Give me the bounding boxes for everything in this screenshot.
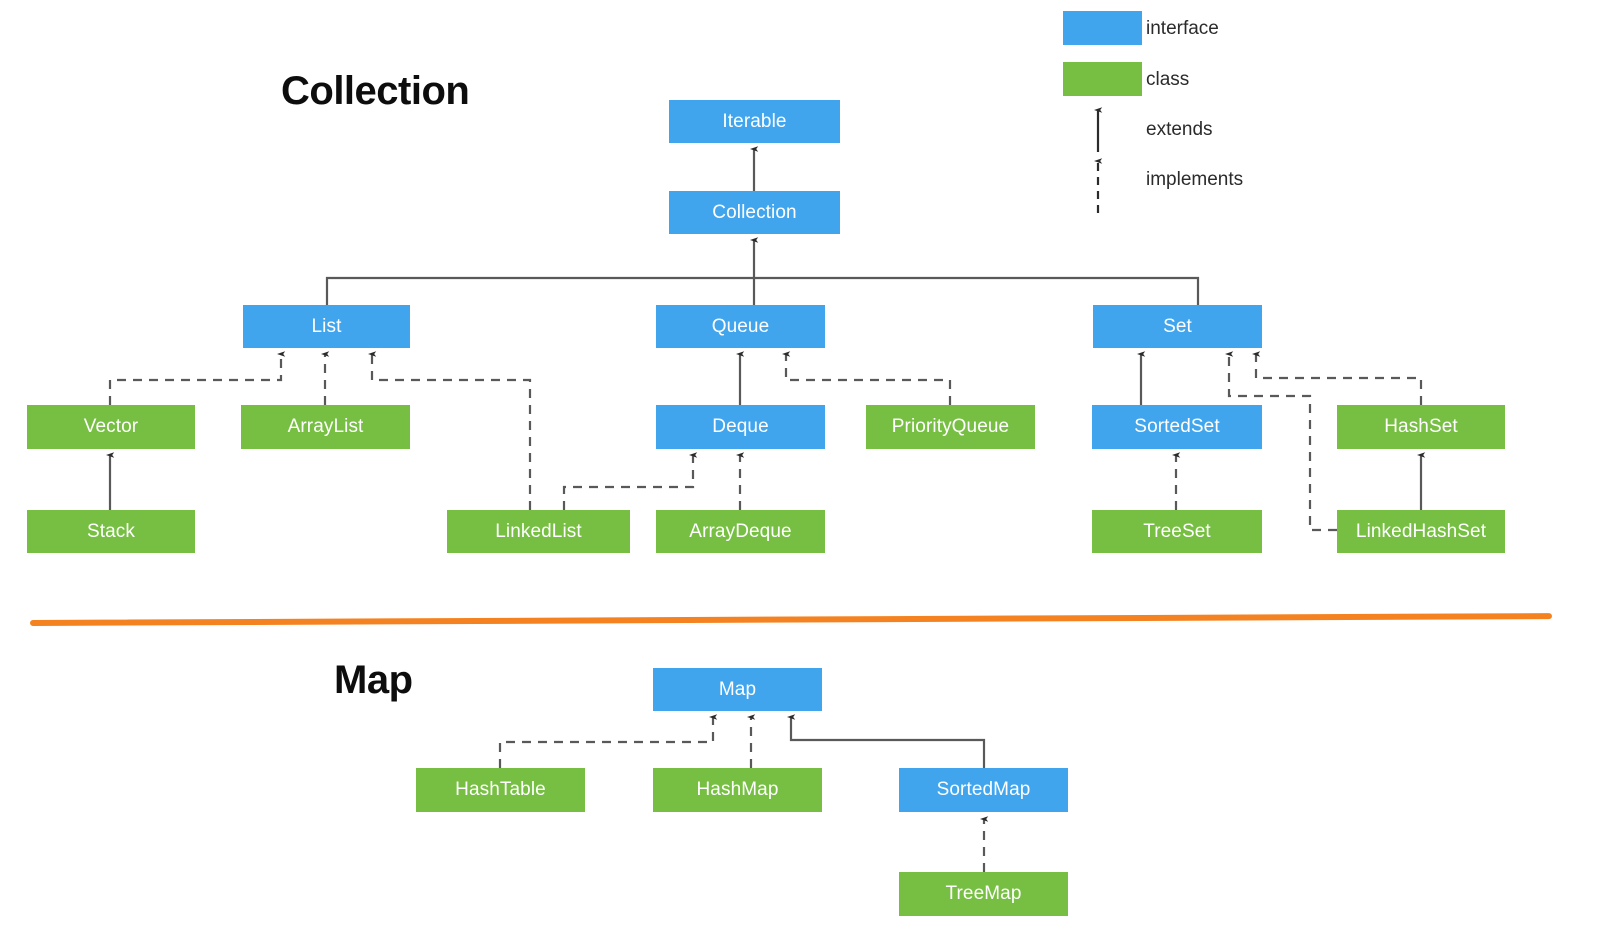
- legend-label-implements: implements: [1146, 169, 1244, 190]
- node-linkedlist[interactable]: LinkedList: [447, 510, 630, 553]
- edge-linkedlist-to-deque: [562, 452, 698, 510]
- edge-hashset-to-set: [1252, 351, 1423, 405]
- node-arraydeque[interactable]: ArrayDeque: [656, 510, 825, 553]
- legend-swatch-class: [1063, 62, 1142, 96]
- node-hashtable[interactable]: HashTable: [416, 768, 585, 812]
- node-hashmap[interactable]: HashMap: [653, 768, 822, 812]
- node-list[interactable]: List: [243, 305, 410, 348]
- node-vector[interactable]: Vector: [27, 405, 195, 449]
- node-arraylist[interactable]: ArrayList: [241, 405, 410, 449]
- legend-label-interface: interface: [1146, 18, 1219, 39]
- edge-vector-to-list: [108, 351, 286, 405]
- node-treeset[interactable]: TreeSet: [1092, 510, 1262, 553]
- edge-list-to-collection: [325, 276, 754, 305]
- node-treemap[interactable]: TreeMap: [899, 872, 1068, 916]
- node-sortedmap[interactable]: SortedMap: [899, 768, 1068, 812]
- node-sortedset[interactable]: SortedSet: [1092, 405, 1262, 449]
- edge-hashtable-to-map: [498, 714, 718, 768]
- node-map[interactable]: Map: [653, 668, 822, 711]
- section-title-collection: Collection: [281, 69, 470, 113]
- edge-set-to-collection: [754, 276, 1200, 305]
- node-priorityqueue[interactable]: PriorityQueue: [866, 405, 1035, 449]
- edge-priorityqueue-to-queue: [782, 351, 952, 405]
- legend-swatch-interface: [1063, 11, 1142, 45]
- node-queue[interactable]: Queue: [656, 305, 825, 348]
- node-collection[interactable]: Collection: [669, 191, 840, 234]
- edge-sortedmap-to-map: [787, 714, 986, 768]
- node-iterable[interactable]: Iterable: [669, 100, 840, 143]
- legend-label-class: class: [1146, 69, 1190, 90]
- legend-label-extends: extends: [1146, 119, 1213, 140]
- section-title-map: Map: [334, 658, 413, 702]
- node-stack[interactable]: Stack: [27, 510, 195, 553]
- node-set[interactable]: Set: [1093, 305, 1262, 348]
- section-divider: [29, 613, 1552, 626]
- node-deque[interactable]: Deque: [656, 405, 825, 449]
- node-hashset[interactable]: HashSet: [1337, 405, 1505, 449]
- node-linkedhashset[interactable]: LinkedHashSet: [1337, 510, 1505, 553]
